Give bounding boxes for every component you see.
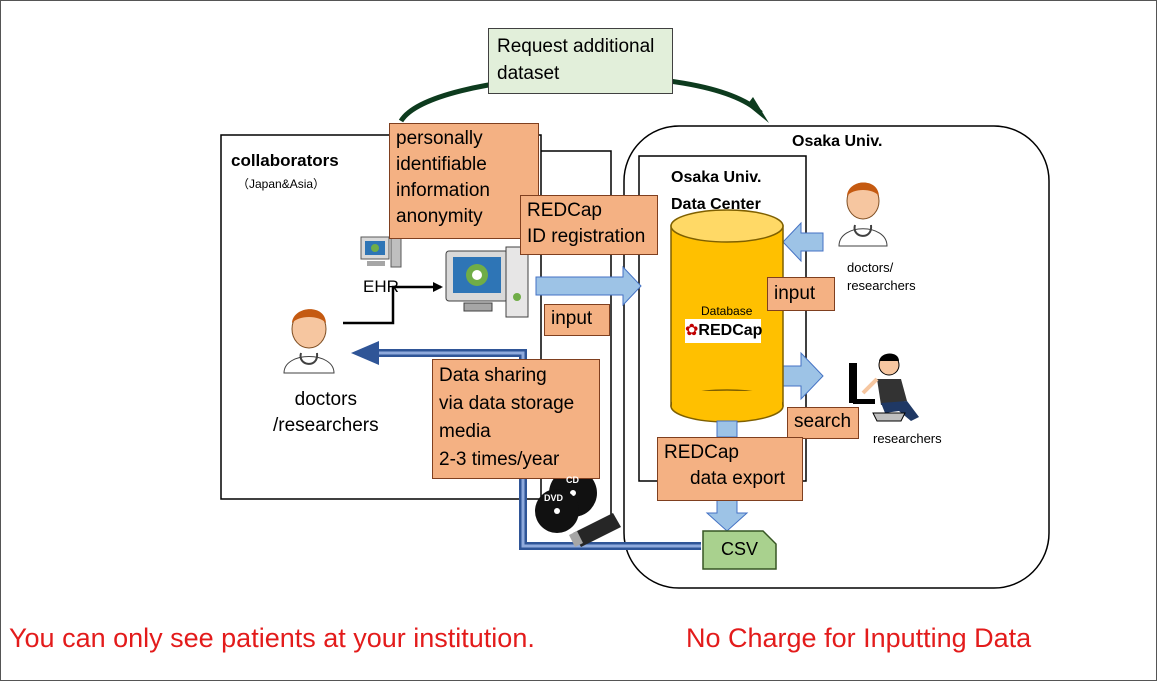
doctors-right-line-2: researchers: [847, 278, 916, 293]
collaborators-subtitle: （Japan&Asia）: [237, 177, 326, 191]
footer-note-left: You can only see patients at your instit…: [9, 623, 535, 653]
data-center-title: Osaka Univ. Data Center: [671, 164, 761, 218]
redcap-logo-icon: ✿: [685, 322, 699, 339]
redcap-id-registration-box: REDCap ID registration: [520, 195, 658, 255]
computer-icon: [445, 246, 529, 318]
redcap-id-line-2: ID registration: [527, 226, 646, 247]
request-curve-arrowhead: [747, 97, 769, 123]
doctors-label-left: doctors /researchers: [273, 387, 379, 439]
footer-note-right: No Charge for Inputting Data: [686, 623, 1032, 653]
doctor-to-ehr-line: [343, 282, 443, 325]
input-box-left: input: [544, 304, 610, 336]
request-dataset-box: Request additional dataset: [488, 28, 673, 94]
osaka-title: Osaka Univ.: [792, 133, 883, 150]
doctors-left-line-1: doctors: [294, 389, 357, 410]
input-arrow-right: [782, 221, 824, 263]
ehr-small-computer-icon: [360, 236, 402, 268]
sharing-line-1: Data sharing: [439, 365, 547, 386]
sharing-line-2: via data storage: [439, 393, 575, 414]
doctors-label-right: doctors/ researchers: [847, 259, 916, 295]
sharing-arrowhead: [351, 341, 379, 365]
collaborators-title: collaborators: [231, 151, 339, 170]
researchers-label: researchers: [873, 431, 942, 446]
doctors-left-line-2: /researchers: [273, 415, 379, 436]
data-center-line-2: Data Center: [671, 196, 761, 213]
ehr-label: EHR: [363, 277, 399, 296]
pii-line-3: information: [396, 180, 490, 201]
request-line-1: Request additional: [497, 36, 655, 57]
redcap-logo-text: REDCap: [698, 322, 763, 339]
database-label: Database: [701, 304, 753, 318]
redcap-logo: ✿REDCap: [685, 319, 763, 343]
pii-line-4: anonymity: [396, 206, 483, 227]
sharing-line-4: 2-3 times/year: [439, 449, 560, 470]
export-arrow: [705, 498, 749, 532]
pii-line-1: personally: [396, 128, 483, 149]
input-arrow-left: [535, 265, 642, 307]
storage-media-icon: [535, 469, 621, 547]
collaborators-back-frame: [541, 150, 612, 521]
input-box-right: input: [767, 277, 835, 311]
csv-shape: [702, 530, 777, 570]
csv-label: CSV: [721, 539, 759, 559]
doctor-icon-right: [838, 182, 888, 247]
database-cylinder: [670, 209, 784, 438]
request-line-2: dataset: [497, 63, 560, 84]
data-center-line-1: Osaka Univ.: [671, 169, 762, 186]
search-arrow: [780, 351, 824, 401]
sharing-line-3: media: [439, 421, 491, 442]
export-line-1: REDCap: [664, 442, 739, 463]
redcap-data-export-box: REDCap data export: [657, 437, 803, 501]
data-sharing-box: Data sharing via data storage media 2-3 …: [432, 359, 600, 479]
search-box: search: [787, 407, 859, 439]
pii-line-2: identifiable: [396, 154, 487, 175]
pii-anonymity-box: personally identifiable information anon…: [389, 123, 539, 239]
doctors-right-line-1: doctors/: [847, 260, 894, 275]
dvd-label: DVD: [544, 493, 564, 503]
doctor-icon-left: [283, 309, 335, 374]
redcap-id-line-1: REDCap: [527, 200, 602, 221]
cd-label: CD: [566, 475, 579, 485]
researcher-icon: [849, 353, 919, 422]
export-line-2: data export: [690, 468, 786, 489]
